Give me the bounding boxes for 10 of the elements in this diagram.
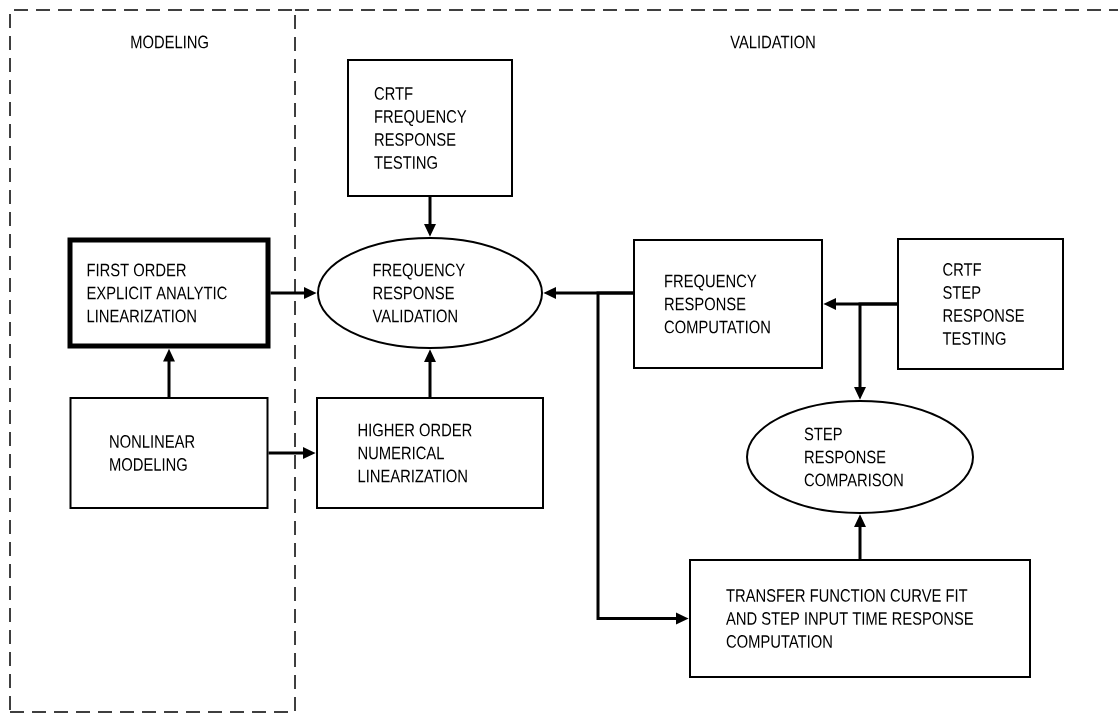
- process-box: FREQUENCY RESPONSE COMPUTATION: [633, 239, 823, 369]
- process-box: CRTF STEP RESPONSE TESTING: [897, 238, 1064, 370]
- process-box: FIRST ORDER EXPLICIT ANALYTIC LINEARIZATION: [67, 237, 271, 349]
- ellipse-node: FREQUENCY RESPONSE VALIDATION: [317, 237, 543, 349]
- process-box: CRTF FREQUENCY RESPONSE TESTING: [347, 59, 513, 197]
- process-box: TRANSFER FUNCTION CURVE FIT AND STEP INPUT TIME RESPONSE COMPUTATION: [689, 559, 1031, 678]
- process-box: HIGHER ORDER NUMERICAL LINEARIZATION: [316, 397, 544, 509]
- dashed-panel: VALIDATION: [294, 9, 1119, 49]
- ellipse-node: STEP RESPONSE COMPARISON: [746, 400, 974, 514]
- process-box: NONLINEAR MODELING: [69, 397, 269, 509]
